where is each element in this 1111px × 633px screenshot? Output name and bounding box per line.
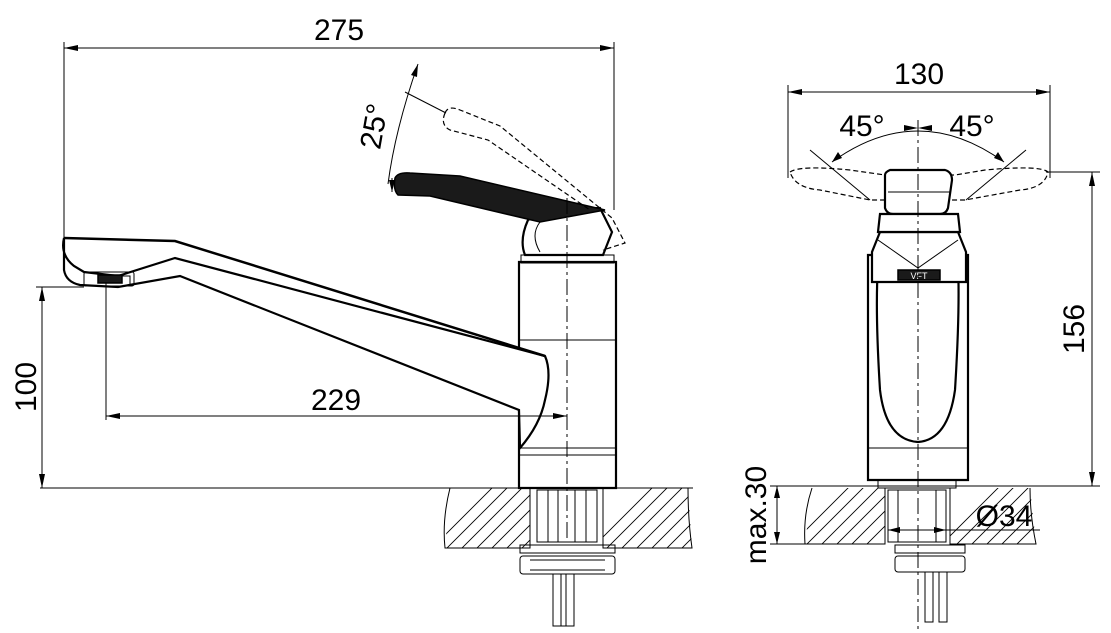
dim-overall-length-label: 275 — [314, 14, 364, 47]
lever-front — [789, 167, 1049, 234]
dim-counter-thickness: max.30 — [740, 466, 812, 564]
dim-swivel-right-label: 45° — [949, 110, 994, 143]
side-view: 275 229 100 25° — [10, 14, 693, 627]
dim-spout-reach: 229 — [105, 283, 567, 420]
dim-width-label: 130 — [894, 58, 944, 91]
lever-side — [393, 107, 626, 257]
mounting-shank-front — [877, 479, 966, 623]
dim-spout-height: 100 — [10, 286, 84, 488]
dim-width: 130 — [787, 58, 1051, 178]
swivel-angle: 45° 45° — [809, 110, 1027, 201]
dim-total-height: 156 — [1030, 171, 1100, 487]
dim-spout-height-label: 100 — [10, 362, 43, 412]
dim-total-height-label: 156 — [1058, 304, 1091, 354]
dim-lever-angle-label: 25° — [354, 101, 394, 151]
dim-overall-length: 275 — [63, 14, 615, 238]
brand-logo: VFT — [911, 271, 929, 281]
front-view: VFT 45° 45° — [740, 58, 1100, 630]
dim-swivel-left-label: 45° — [839, 110, 884, 143]
aerator-side — [83, 271, 135, 287]
dim-hole-diameter: Ø34 — [888, 500, 1040, 533]
countertop-left — [443, 487, 693, 549]
dim-hole-diameter-label: Ø34 — [976, 500, 1033, 533]
dim-spout-reach-label: 229 — [311, 384, 361, 417]
dim-lever-angle: 25° — [354, 63, 447, 192]
dim-counter-thickness-label: max.30 — [740, 466, 773, 564]
